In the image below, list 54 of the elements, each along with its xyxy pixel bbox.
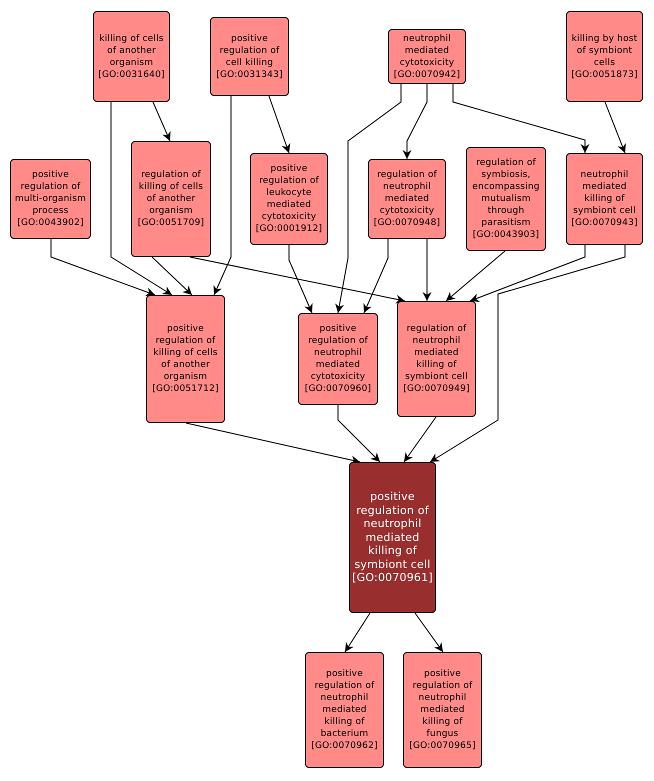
term-box bbox=[131, 141, 211, 257]
term-label: regulation of neutrophil mediated cytotoxicity [GO:0070948] bbox=[374, 169, 440, 229]
term-label: regulation of neutrophil mediated killing of symbiont cell [GO:0070949] bbox=[403, 323, 470, 395]
arrow bbox=[214, 96, 232, 296]
term-box bbox=[146, 295, 225, 423]
arrow bbox=[604, 102, 626, 154]
arrow bbox=[414, 612, 444, 652]
term-box bbox=[250, 153, 328, 245]
term-label: positive regulation of neutrophil mediated killing of bacterium [GO:0070962] bbox=[311, 668, 378, 752]
term-label: positive regulation of multi-organism process [GO:0043902] bbox=[14, 169, 88, 229]
term-box bbox=[210, 17, 289, 96]
term-box bbox=[349, 462, 436, 613]
arrow bbox=[422, 238, 432, 302]
term-label: positive regulation of killing of cells of another organism [GO:0051712] bbox=[152, 323, 219, 395]
term-label: positive regulation of neutrophil mediated killing of symbiont cell [GO:0070961] bbox=[352, 490, 433, 585]
arrow bbox=[152, 256, 192, 296]
term-label: neutrophil mediated killing of symbiont cell [GO:0070943] bbox=[571, 169, 638, 229]
term-box bbox=[10, 159, 91, 239]
arrow bbox=[50, 238, 156, 296]
arrow bbox=[430, 244, 626, 462]
arrow bbox=[288, 244, 313, 314]
arrow bbox=[363, 238, 388, 314]
term-box bbox=[388, 29, 466, 84]
term-label: positive regulation of neutrophil mediated cytotoxicity [GO:0070960] bbox=[304, 323, 372, 395]
term-label: killing by host of symbiont cells [GO:0051873] bbox=[571, 32, 638, 80]
arrow bbox=[110, 102, 172, 296]
arrow bbox=[404, 416, 436, 462]
term-box bbox=[368, 159, 446, 239]
arrow bbox=[152, 102, 171, 142]
term-box bbox=[403, 652, 482, 768]
term-label: regulation of killing of cells of another organism [GO:0051709] bbox=[138, 169, 204, 229]
term-box bbox=[305, 652, 384, 768]
term-label: positive regulation of leukocyte mediated cytotoxicity [GO:0001912] bbox=[256, 163, 322, 235]
term-box bbox=[397, 301, 476, 417]
term-box bbox=[298, 313, 378, 405]
term-box bbox=[93, 11, 170, 102]
term-label: positive regulation of cell killing [GO:0031343] bbox=[216, 32, 283, 80]
arrow bbox=[446, 250, 506, 302]
term-box bbox=[566, 153, 643, 245]
arrow bbox=[335, 84, 402, 314]
arrow bbox=[344, 612, 370, 652]
term-label: positive regulation of neutrophil mediated killing of fungus [GO:0070965] bbox=[409, 668, 476, 752]
term-label: regulation of symbiosis, encompassing mutualism through parasitism [GO:0043903] bbox=[472, 157, 540, 241]
arrow bbox=[452, 84, 590, 154]
arrow bbox=[338, 404, 380, 462]
term-box bbox=[466, 147, 546, 251]
arrow bbox=[190, 256, 406, 304]
term-box bbox=[566, 11, 643, 102]
term-label: killing of cells of another organism [GO:0031640] bbox=[98, 32, 165, 80]
arrow bbox=[268, 96, 290, 154]
arrow bbox=[186, 422, 360, 464]
arrow bbox=[402, 84, 428, 160]
arrow bbox=[470, 244, 586, 302]
term-label: neutrophil mediated cytotoxicity [GO:0070942] bbox=[394, 32, 460, 80]
